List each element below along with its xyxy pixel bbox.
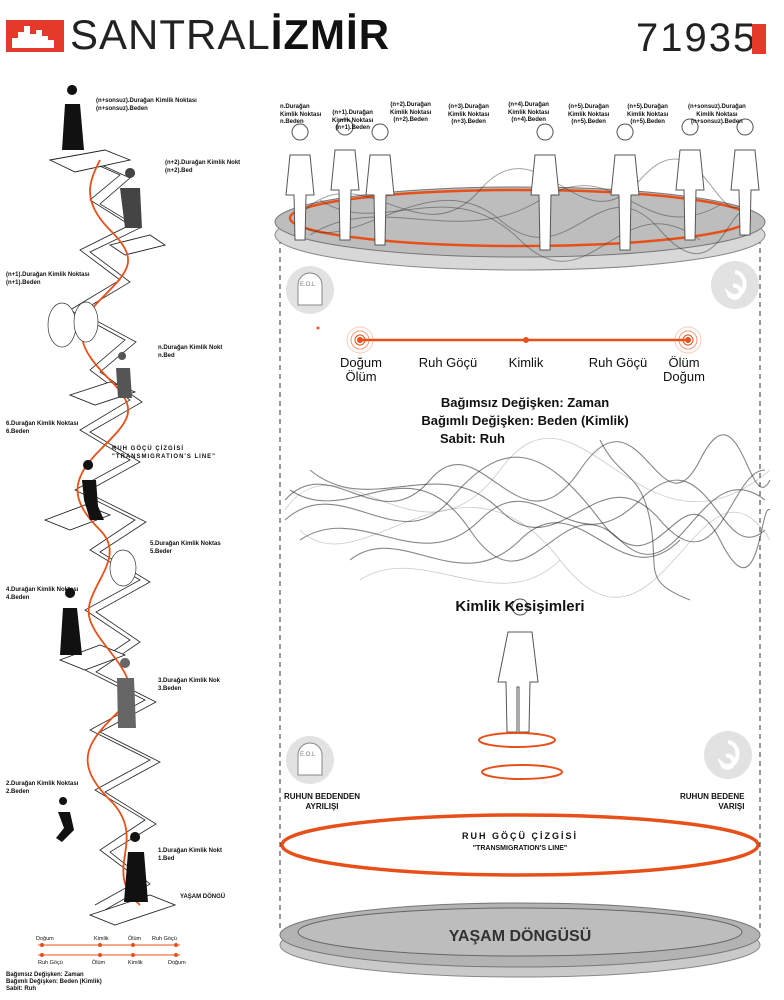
left-legend-bottom-4: Doğum (168, 960, 186, 966)
left-label-transmigration: RUH GÖÇÜ ÇİZGİSİ "TRANSMIGRATION'S LINE" (112, 446, 217, 460)
left-legend-bottom-1: Ruh Göçü (38, 960, 63, 966)
left-label-n: n.Durağan Kimlik Nokt n.Bed (158, 345, 223, 359)
eol-label-bottom: E.O.L (300, 752, 316, 758)
eol-label-top: E.O.L (300, 282, 316, 288)
var-independent: Bağımsız Değişken: Zaman (440, 395, 610, 410)
caption-soul-leaving: RUHUN BEDENDEN AYRILIŞI (284, 792, 361, 811)
left-label-n1: (n+1).Durağan Kimlik Noktası (n+1).Beden (6, 272, 90, 286)
left-label-n-infinity: (n+sonsuz).Durağan Kimlik Noktası (n+son… (96, 98, 197, 112)
left-legend-bottom-2: Ölüm (92, 960, 106, 966)
timeline-end: Ölüm Doğum (663, 355, 705, 385)
left-label-6: 6.Durağan Kimlik Noktası 6.Beden (6, 421, 79, 435)
left-label-4: 4.Durağan Kimlik Noktası 4.Beden (6, 587, 79, 601)
base-title: YAŞAM DÖNGÜSÜ (448, 928, 592, 945)
ring-subtitle: "TRANSMIGRATION'S LINE" (472, 845, 568, 852)
left-label-life-cycle: YAŞAM DÖNGÜ (180, 894, 226, 900)
logo-icon (6, 20, 64, 52)
var-constant: Sabit: Ruh (440, 431, 505, 446)
timeline-ruh-2: Ruh Göçü (588, 355, 648, 370)
top-label-n5-b: (n+5).Durağan Kimlik Noktası (n+5).Beden (627, 104, 669, 125)
left-legend-bottom-3: Kimlik (128, 960, 143, 966)
top-label-n-infinity: (n+sonsuz).Durağan Kimlik Noktası (n+son… (688, 104, 746, 125)
top-label-n2: (n+2).Durağan Kimlik Noktası (n+2).Beden (390, 102, 432, 123)
timeline-ruh-1: Ruh Göçü (418, 355, 478, 370)
left-variables: Bağımsız Değişken: Zaman Bağımlı Değişke… (6, 972, 102, 993)
left-label-1: 1.Durağan Kimlik Nokt 1.Bed (158, 848, 223, 862)
caption-soul-arriving: RUHUN BEDENE VARIŞI (680, 792, 745, 811)
brand-title: SANTRALİZMİR (70, 11, 391, 58)
ring-title: RUH GÖÇÜ ÇİZGİSİ (461, 831, 578, 841)
left-label-3: 3.Durağan Kimlik Nok 3.Beden (158, 678, 221, 692)
left-label-n2: (n+2).Durağan Kimlik Nokt (n+2).Bed (165, 160, 241, 174)
var-dependent: Bağımlı Değişken: Beden (Kimlik) (421, 413, 629, 428)
top-label-n3: (n+3).Durağan Kimlik Noktası (n+3).Beden (448, 104, 490, 125)
timeline-start: Doğum Ölüm (340, 355, 382, 385)
intersections-title: Kimlik Kesişimleri (455, 598, 585, 615)
left-legend-top-1: Doğum (36, 936, 54, 942)
top-label-n5-a: (n+5).Durağan Kimlik Noktası (n+5).Beden (568, 104, 610, 125)
left-legend-top-2: Kimlik (94, 936, 109, 942)
code-marker (752, 24, 766, 54)
top-label-n: n.Durağan Kimlik Noktası n.Beden (280, 104, 322, 125)
top-label-n4: (n+4).Durağan Kimlik Noktası (n+4).Beden (508, 102, 550, 123)
left-label-5: 5.Durağan Kimlik Noktas 5.Beder (150, 541, 221, 555)
timeline-kimlik: Kimlik (508, 355, 544, 370)
left-legend-top-4: Ruh Göçü (152, 936, 177, 942)
left-legend-top-3: Ölüm (128, 936, 142, 942)
top-label-n1: (n+1).Durağan Kimlik Noktası (n+1).Beden (332, 110, 374, 131)
project-code: 71935 (636, 16, 758, 60)
gravestone-icon (286, 266, 334, 784)
left-label-2: 2.Durağan Kimlik Noktası 2.Beden (6, 781, 79, 795)
